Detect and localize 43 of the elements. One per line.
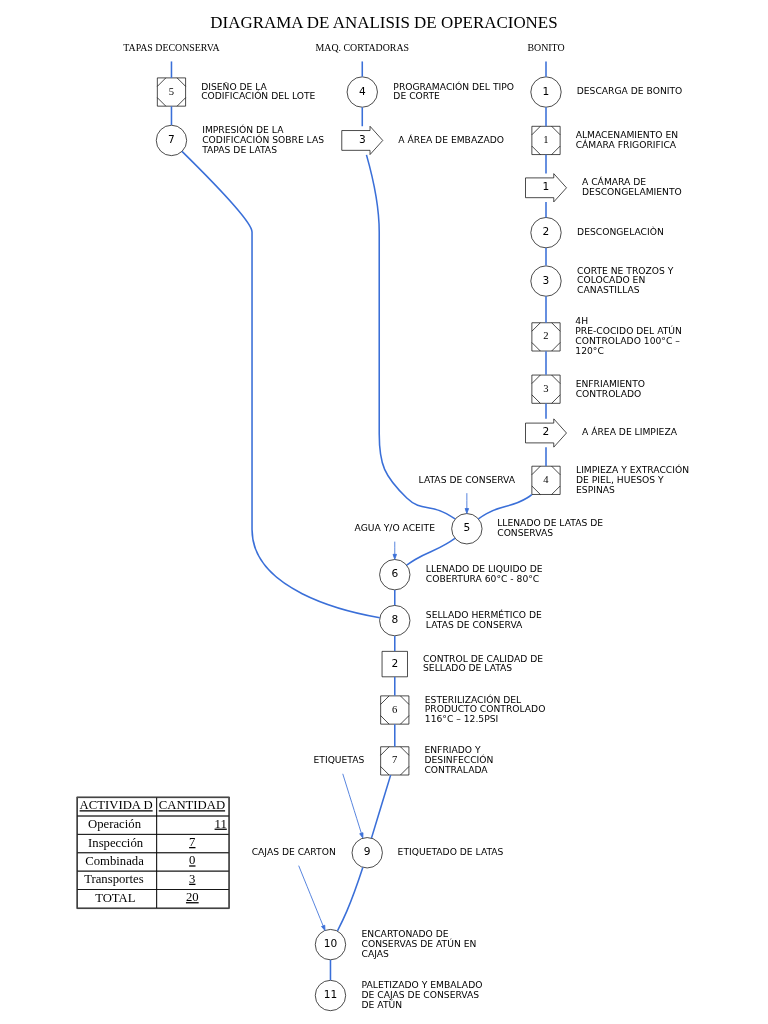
node-text: TAPAS DECONSERVA — [123, 41, 220, 53]
node-text: CAJAS DE CARTON — [251, 845, 336, 857]
node-label: A ÁREA DE LIMPIEZA — [582, 425, 677, 437]
node-label: CONTROL DE CALIDAD DE SELLADO DE LATAS — [423, 652, 544, 673]
label: Inspección — [88, 835, 144, 850]
node-label: PRE-COCIDO DEL ATÚN CONTROLADO 100°C – 120°C — [575, 324, 682, 356]
node-label: ETIQUETADO DE LATAS — [397, 845, 504, 857]
label: 3 — [189, 871, 196, 886]
label: CANTIDAD — [158, 797, 226, 812]
node-label: PALETIZADO Y EMBALADO DE CAJAS DE CONSERVAS DE ATÚN — [361, 978, 483, 1010]
node-label: DESCONGELACIÒN — [577, 225, 664, 237]
label: ACTIVIDA D — [79, 797, 153, 812]
node-label: LIMPIEZA Y EXTRACCIÓN DE PIEL, HUESOS Y ESPINAS — [576, 463, 690, 495]
label: Transportes — [84, 871, 144, 886]
node-label: LLENADO DE LATAS DE CONSERVAS — [497, 516, 604, 538]
node-text: ETIQUETAS — [313, 753, 365, 765]
node-label: IMPRESIÓN DE LA CODIFICACIÓN SOBRE LAS TAPAS DE LATAS — [202, 123, 325, 155]
node-text: MAQ. CORTADORAS — [315, 41, 410, 53]
node-text: LATAS DE CONSERVA — [418, 473, 516, 485]
label: Operación — [88, 816, 141, 831]
label: 7 — [189, 834, 196, 849]
node-label: LLENADO DE LIQUIDO DE COBERTURA 60°C - 80°C — [425, 562, 543, 584]
node-label: ENFRIADO Y DESINFECCIÓN CONTRALADA — [424, 743, 494, 775]
label: TOTAL — [95, 890, 136, 905]
node-label: 4H — [575, 314, 589, 326]
node-label: ESTERILIZACIÓN DEL PRODUCTO CONTROLADO 116°C – 12.5PSI — [424, 693, 546, 724]
node-label: A ÁREA DE EMBAZADO — [398, 133, 505, 145]
node-label: SELLADO HERMÉTICO DE LATAS DE CONSERVA — [425, 608, 542, 630]
node-label: DISEÑO DE LA CODIFICACIÓN DEL LOTE — [201, 79, 316, 101]
label: Combinada — [85, 853, 144, 868]
label: 20 — [185, 889, 199, 904]
node-text: BONITO — [527, 41, 565, 53]
node-label: ENFRIAMIENTO CONTROLADO — [575, 377, 646, 399]
diagram-title: DIAGRAMA DE ANALISIS DE OPERACIONES — [210, 12, 558, 32]
label: 11 — [214, 816, 227, 831]
label: 0 — [189, 852, 196, 867]
node-text: AGUA Y/O ACEITE — [354, 521, 435, 533]
node-label: A CÁMARA DE DESCONGELAMIENTO — [582, 175, 682, 197]
node-label: ALMACENAMIENTO EN CÁMARA FRIGORIFICA — [575, 128, 679, 150]
node-label: ENCARTONADO DE CONSERVAS DE ATÚN EN CAJAS — [361, 927, 477, 959]
node-label: PROGRAMACIÓN DEL TIPO DE CORTE — [393, 79, 514, 101]
node-label: CORTE NE TROZOS Y COLOCADO EN CANASTILLAS — [577, 264, 674, 295]
node-label: DESCARGA DE BONITO — [576, 84, 683, 96]
